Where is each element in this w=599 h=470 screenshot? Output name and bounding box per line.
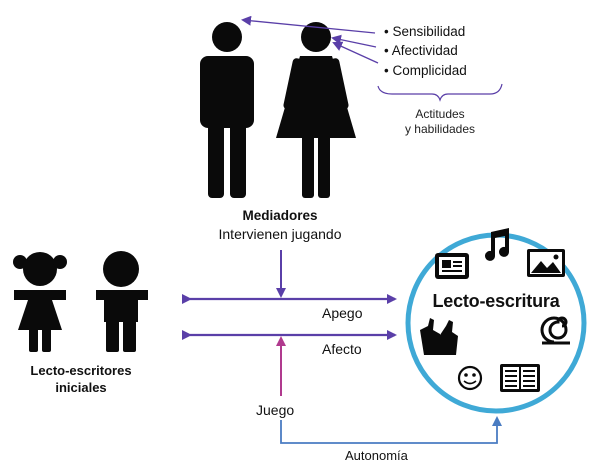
open-book-icon [500,364,540,392]
attribute-afectividad: • Afectividad [384,43,458,58]
apego-label: Apego [322,305,363,321]
man-figure-icon [200,22,254,198]
snail-spiral-icon [540,316,570,345]
clapping-hands-icon [420,318,458,355]
afecto-label: Afecto [322,341,362,357]
smiley-face-icon [457,365,483,391]
juego-label: Juego [256,402,295,418]
attribute-arrows [241,15,379,64]
learners-title: Lecto-escritores iniciales [6,362,156,396]
attribute-sensibilidad: • Sensibilidad [384,24,466,39]
autonomia-label: Autonomía [345,448,408,463]
attributes-caption-line-1: Actitudes [415,107,465,121]
autonomia-arrow [280,416,502,444]
woman-figure-icon [276,22,356,198]
learners-title-line-2: iniciales [55,380,107,395]
learners-title-line-1: Lecto-escritores [30,363,132,378]
attribute-complicidad: • Complicidad [384,63,467,78]
attributes-caption: Actitudes y habilidades [392,107,488,137]
boy-figure-icon [96,251,148,352]
lecto-escritura-title: Lecto-escritura [432,291,560,311]
attributes-caption-line-2: y habilidades [404,122,476,136]
id-card-icon [435,253,469,279]
music-note-icon [485,228,509,261]
attributes-brace [377,83,503,102]
mediators-title: Mediadores [242,208,318,223]
landscape-image-icon [527,249,565,277]
girl-figure-icon [13,252,67,352]
mediators-subtitle: Intervienen jugando [218,226,342,242]
